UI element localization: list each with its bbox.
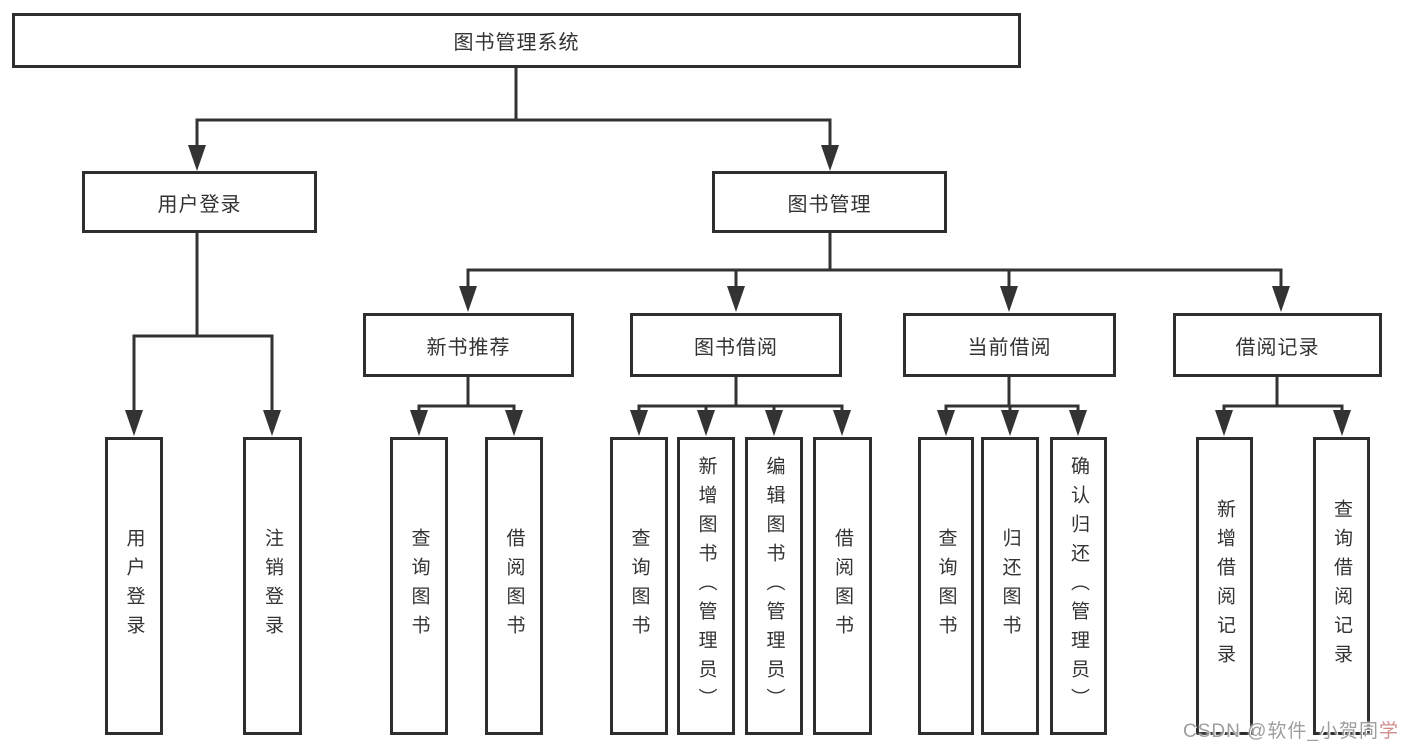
watermark-main: CSDN @软件_小贺同 <box>1183 721 1379 742</box>
leaf-query-book-current-label: 查询图书 <box>935 528 957 644</box>
leaf-borrow-book-2-label: 借阅图书 <box>832 528 853 644</box>
connector-root-to-level2 <box>188 68 839 171</box>
node-user-login-label: 用户登录 <box>157 193 242 216</box>
leaf-borrow-book-rec-label: 借阅图书 <box>503 528 525 644</box>
leaf-add-book-admin-label: 新增图书（管理员） <box>695 455 717 717</box>
node-current-borrow: 当前借阅 <box>903 313 1116 377</box>
connector-user-login-to-leaves <box>125 233 281 436</box>
leaf-query-book-current: 查询图书 <box>918 437 974 735</box>
leaf-query-book-borrow-label: 查询图书 <box>628 528 650 644</box>
node-new-book-rec: 新书推荐 <box>363 313 574 377</box>
leaf-query-book-rec: 查询图书 <box>390 437 448 735</box>
leaf-confirm-return-admin-label: 确认归还（管理员） <box>1068 455 1089 717</box>
leaf-edit-book-admin-label: 编辑图书（管理员） <box>763 455 785 717</box>
node-root: 图书管理系统 <box>12 13 1021 68</box>
connector-book-mgmt-to-level3 <box>459 233 1290 312</box>
connector-borrow-records-to-leaves <box>1215 377 1351 436</box>
leaf-return-book-label: 归还图书 <box>999 528 1021 644</box>
leaf-logout-label: 注销登录 <box>262 528 283 644</box>
node-book-mgmt: 图书管理 <box>712 171 947 233</box>
connector-current-borrow-to-leaves <box>937 377 1087 436</box>
node-book-borrow: 图书借阅 <box>630 313 842 377</box>
node-user-login: 用户登录 <box>82 171 317 233</box>
leaf-borrow-book-2: 借阅图书 <box>813 437 872 735</box>
leaf-add-borrow-record: 新增借阅记录 <box>1196 437 1253 735</box>
leaf-return-book: 归还图书 <box>981 437 1039 735</box>
leaf-confirm-return-admin: 确认归还（管理员） <box>1050 437 1107 735</box>
leaf-query-book-rec-label: 查询图书 <box>408 528 430 644</box>
node-current-borrow-label: 当前借阅 <box>967 336 1052 359</box>
node-new-book-rec-label: 新书推荐 <box>426 336 511 359</box>
node-borrow-records-label: 借阅记录 <box>1235 336 1320 359</box>
connector-book-borrow-to-leaves <box>630 377 851 436</box>
leaf-user-login: 用户登录 <box>105 437 163 735</box>
node-book-mgmt-label: 图书管理 <box>787 193 872 216</box>
leaf-user-login-label: 用户登录 <box>123 528 145 644</box>
leaf-add-borrow-record-label: 新增借阅记录 <box>1214 499 1235 673</box>
watermark-accent: 学 <box>1378 721 1399 742</box>
leaf-edit-book-admin: 编辑图书（管理员） <box>745 437 803 735</box>
connector-new-book-rec-to-leaves <box>410 377 523 436</box>
leaf-borrow-book-rec: 借阅图书 <box>485 437 543 735</box>
leaf-query-borrow-record: 查询借阅记录 <box>1313 437 1370 735</box>
leaf-query-borrow-record-label: 查询借阅记录 <box>1331 499 1352 673</box>
node-borrow-records: 借阅记录 <box>1173 313 1382 377</box>
node-root-label: 图书管理系统 <box>453 32 580 54</box>
leaf-logout: 注销登录 <box>243 437 302 735</box>
leaf-query-book-borrow: 查询图书 <box>610 437 668 735</box>
watermark-text: CSDN @软件_小贺同学 <box>1183 716 1399 743</box>
node-book-borrow-label: 图书借阅 <box>694 336 778 359</box>
leaf-add-book-admin: 新增图书（管理员） <box>677 437 735 735</box>
